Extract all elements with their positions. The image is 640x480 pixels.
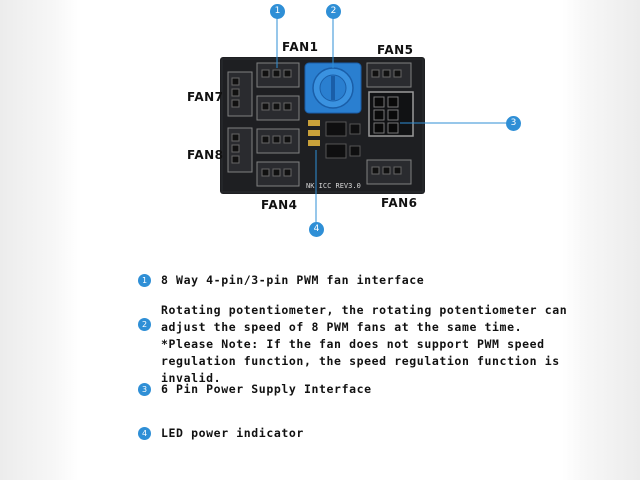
legend-text-4: LED power indicator	[161, 426, 304, 440]
fan1-label: FAN1	[282, 40, 319, 54]
potentiometer-knob	[304, 62, 362, 114]
fan5-label: FAN5	[377, 43, 414, 57]
fan-hub-diagram: NK ICC REV3.0 FAN1 FAN5 FAN7 FAN8 FAN4 F…	[187, 4, 521, 237]
fan8-connector	[227, 127, 253, 173]
smd-components	[308, 120, 361, 159]
right-gray-bar	[562, 0, 640, 480]
fan4-connector	[256, 161, 300, 187]
fan-hub-board-photo: NK ICC REV3.0	[220, 18, 506, 222]
fan4-label: FAN4	[261, 198, 298, 212]
legend-marker-1: 1	[138, 274, 151, 287]
fan8-label: FAN8	[187, 148, 224, 162]
legend-text-2: Rotating potentiometer, the rotating pot…	[161, 303, 568, 385]
fan6-connector	[366, 159, 412, 185]
callout-marker-4: 4	[309, 222, 324, 237]
fan3-connector	[256, 128, 300, 154]
legend-marker-4: 4	[138, 427, 151, 440]
pcb-edge	[221, 58, 424, 193]
fan7-connector	[227, 71, 253, 117]
six-pin-power-connector	[368, 91, 414, 137]
legend-marker-2: 2	[138, 318, 151, 331]
left-gray-bar	[0, 0, 78, 480]
callout-marker-2: 2	[326, 4, 341, 19]
callout-marker-3: 3	[506, 116, 521, 131]
fan6-label: FAN6	[381, 196, 418, 210]
legend-text-1: 8 Way 4-pin/3-pin PWM fan interface	[161, 273, 425, 287]
board-silkscreen: NK ICC REV3.0	[306, 182, 361, 190]
fan2-connector	[256, 95, 300, 121]
legend-marker-3: 3	[138, 383, 151, 396]
fan5-connector	[366, 62, 412, 88]
callout-marker-1: 1	[270, 4, 285, 19]
legend-text-3: 6 Pin Power Supply Interface	[161, 382, 372, 396]
fan7-label: FAN7	[187, 90, 224, 104]
fan1-connector	[256, 62, 300, 88]
